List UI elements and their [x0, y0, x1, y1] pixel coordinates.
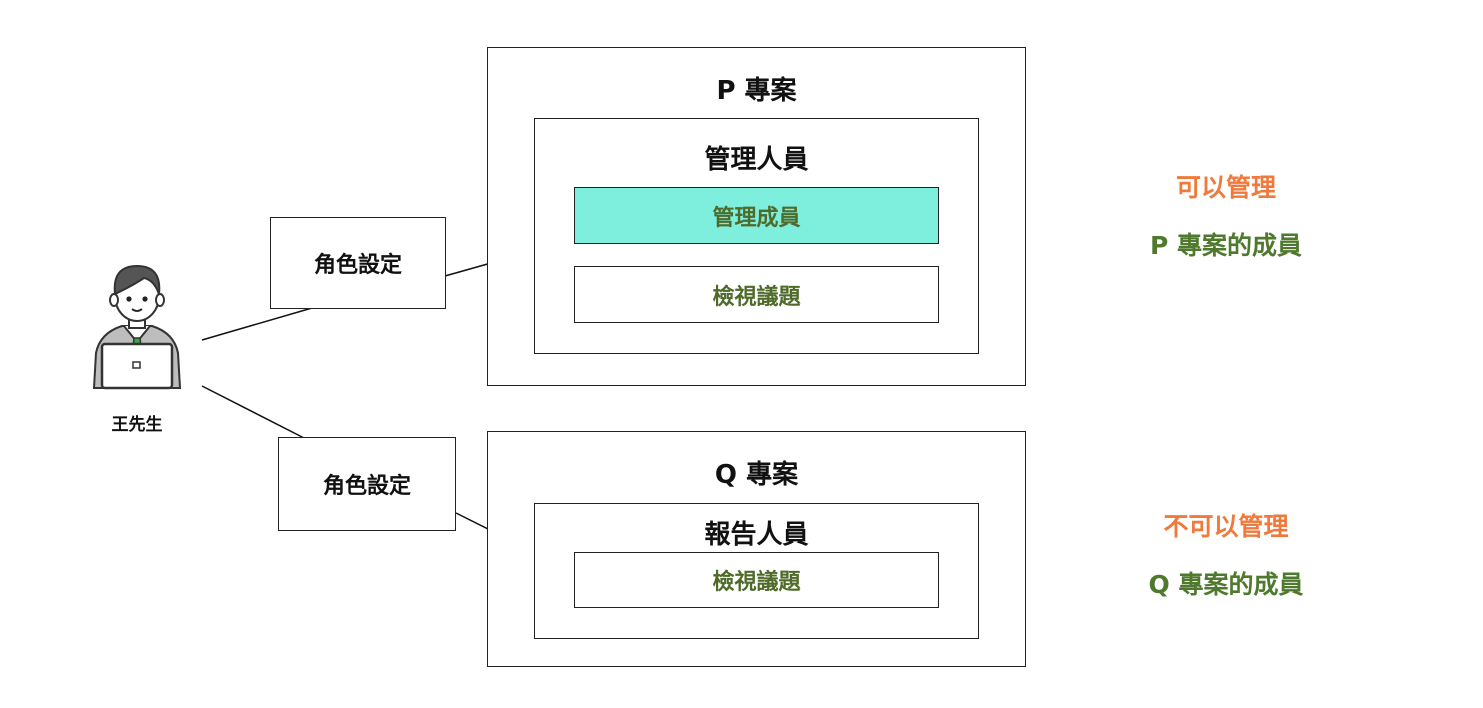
role-manager-title: 管理人員	[704, 145, 809, 175]
project-q-title: Q 專案	[714, 460, 799, 490]
note-p-line1: 可以管理	[1175, 173, 1276, 202]
role-reporter-title: 報告人員	[704, 520, 809, 550]
permission-view-issues-p: 檢視議題	[574, 266, 939, 323]
project-p-title: P 專案	[716, 76, 797, 106]
note-q-line2: Q 專案的成員	[1148, 570, 1304, 599]
permission-view-issues-q: 檢視議題	[574, 552, 939, 608]
connector-user-to-role-1	[201, 307, 313, 341]
note-p-line2: P 專案的成員	[1149, 231, 1303, 260]
permission-manage-members: 管理成員	[574, 187, 939, 244]
person-with-laptop-icon	[92, 264, 182, 390]
role-assignment-box-q[interactable]: 角色設定	[278, 437, 456, 531]
note-q-line1: 不可以管理	[1163, 512, 1289, 541]
role-assignment-box-p[interactable]: 角色設定	[270, 217, 446, 309]
role-assignment-label: 角色設定	[313, 253, 402, 278]
user-avatar	[82, 258, 192, 393]
permission-label: 檢視議題	[712, 284, 801, 310]
connector-user-to-role-2	[201, 385, 305, 439]
permission-label: 檢視議題	[712, 570, 801, 595]
permission-label: 管理成員	[712, 205, 801, 231]
role-assignment-label: 角色設定	[322, 474, 411, 499]
user-name: 王先生	[111, 415, 163, 435]
